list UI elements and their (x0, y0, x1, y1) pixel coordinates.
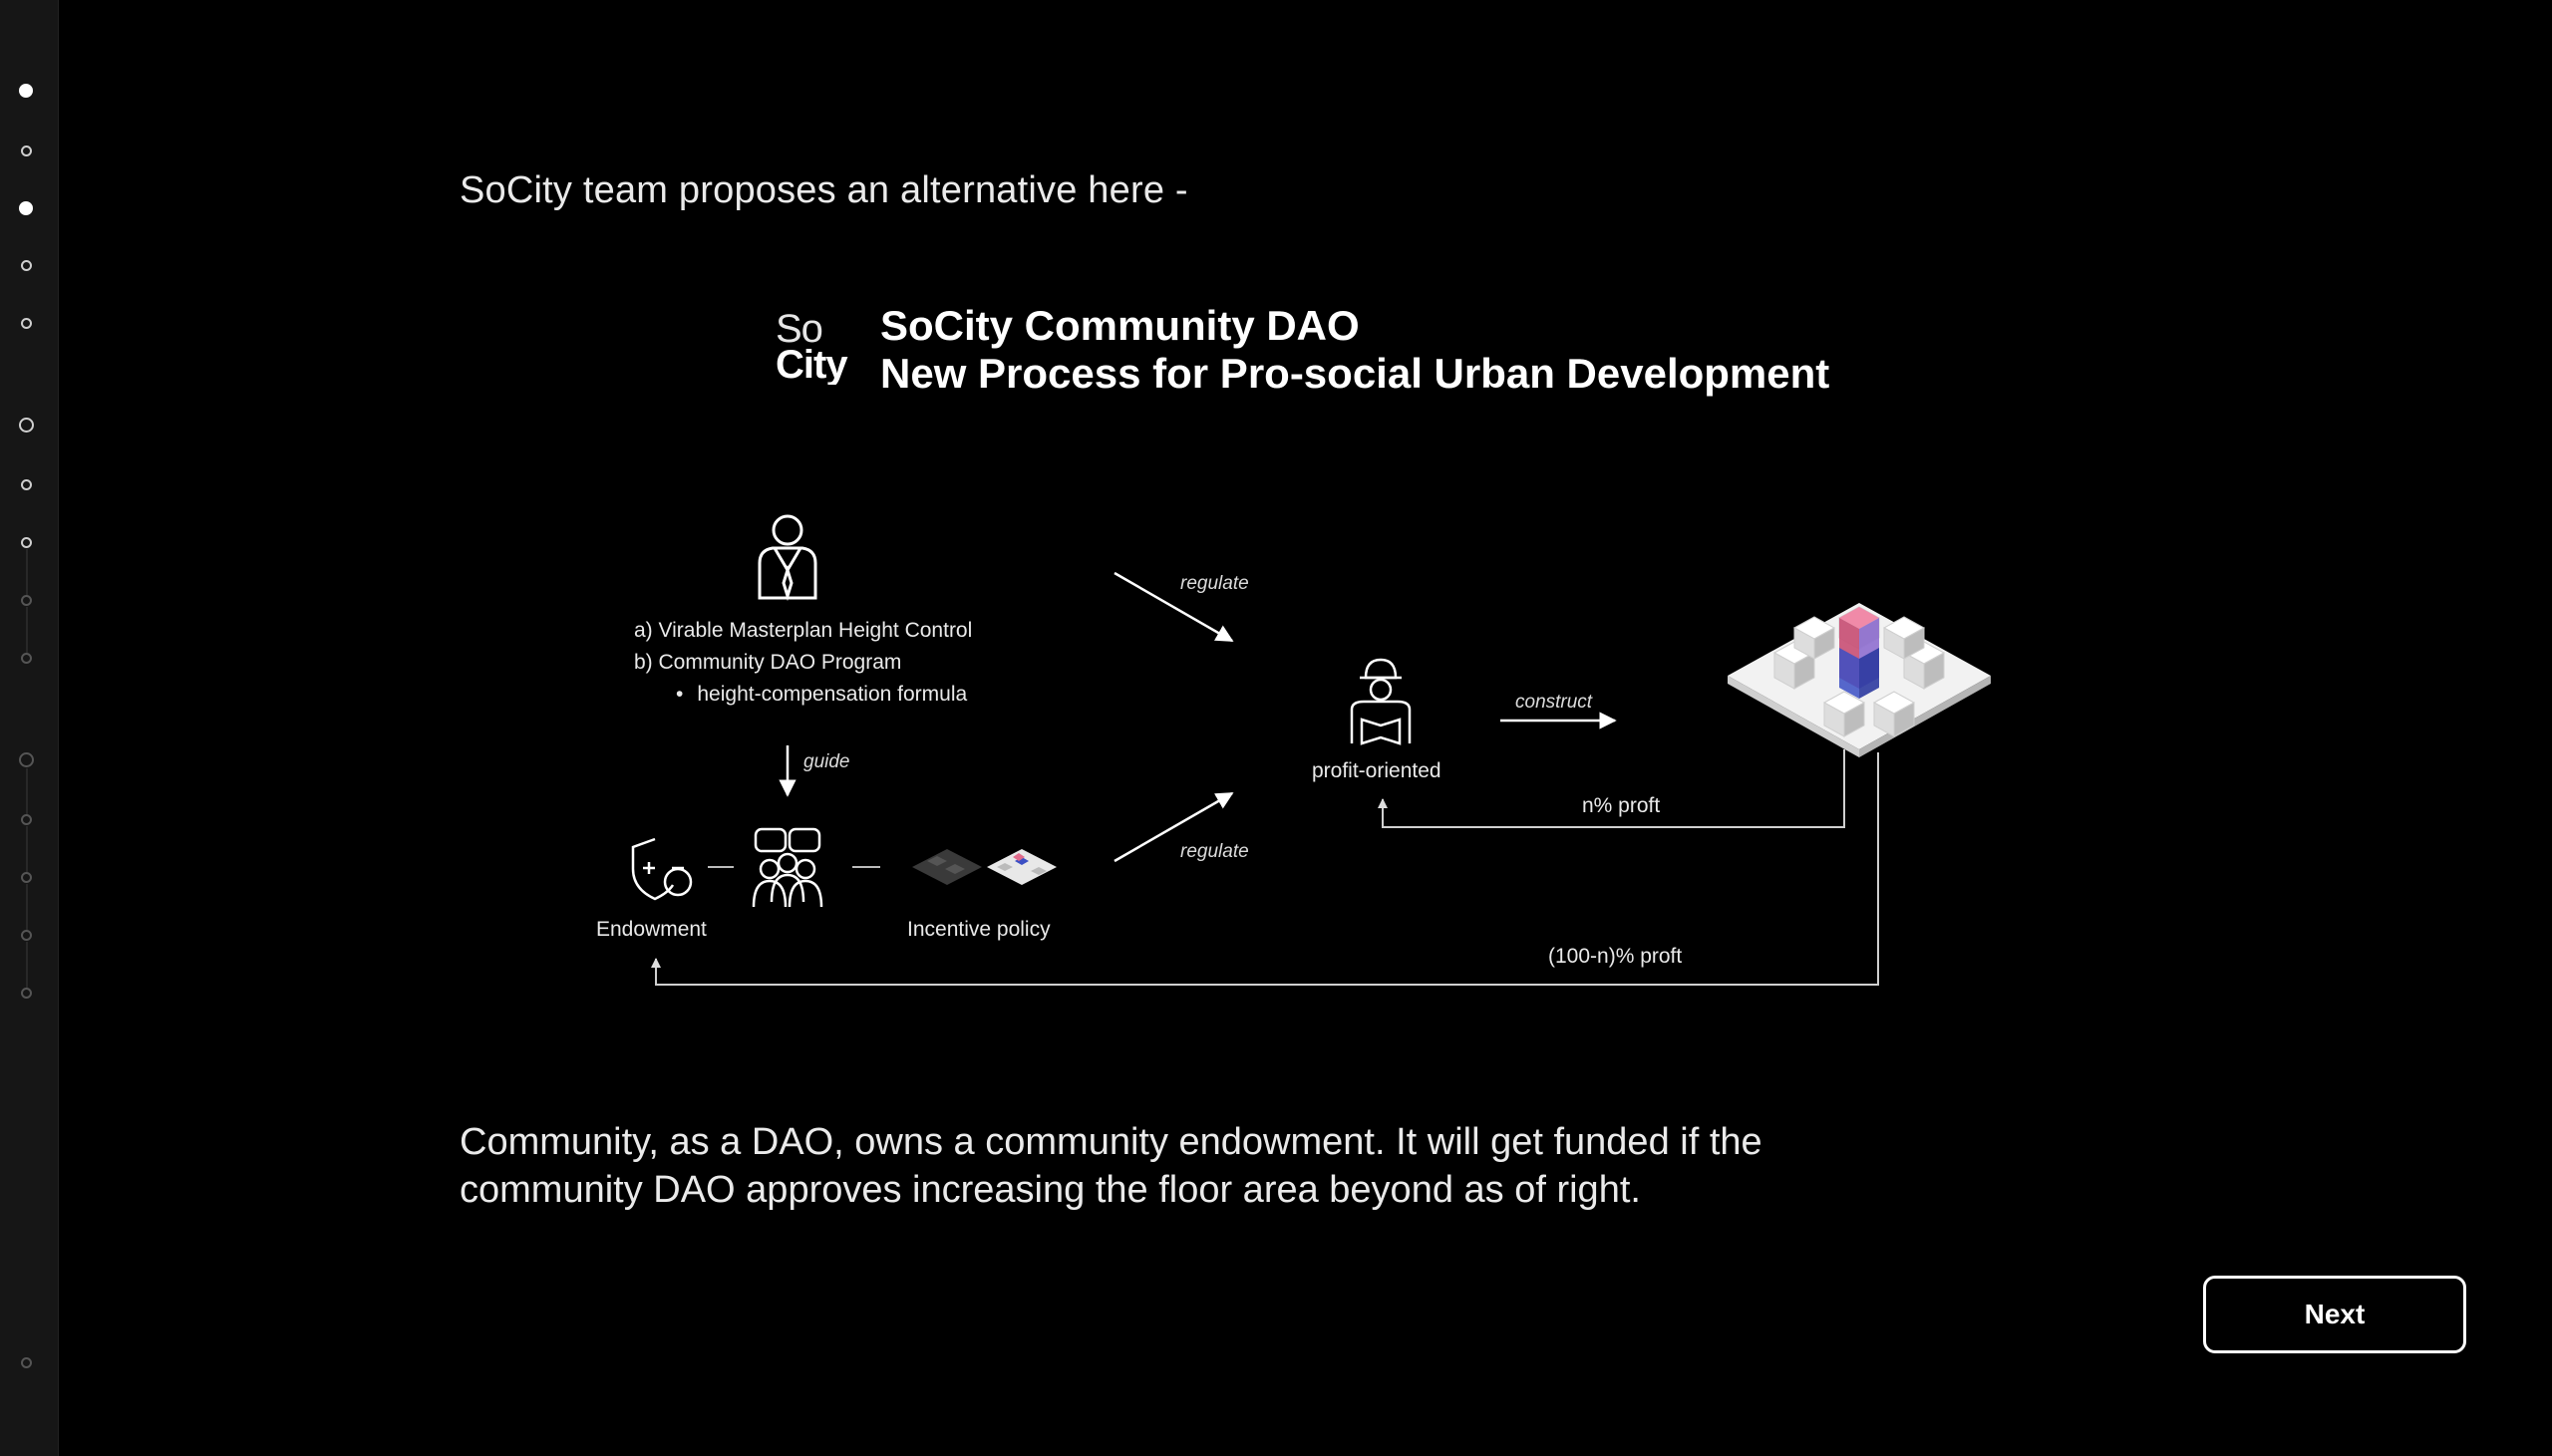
incentive-policy-label: Incentive policy (907, 918, 1051, 941)
endowment-label: Endowment (596, 918, 707, 941)
diagram-title-line2: New Process for Pro-social Urban Develop… (880, 350, 1830, 397)
nav-dot-13[interactable] (21, 872, 32, 883)
nav-dot-3[interactable] (19, 201, 33, 215)
logo-text-bottom: City (776, 343, 848, 385)
nav-dot-11[interactable] (19, 752, 34, 767)
nav-dot-8[interactable] (21, 537, 32, 548)
incentive-policy-icon (912, 849, 1057, 885)
intro-text: SoCity team proposes an alternative here… (460, 169, 1188, 211)
nav-dot-6[interactable] (19, 418, 34, 433)
nav-dot-14[interactable] (21, 930, 32, 941)
section-nav-sidebar (0, 0, 59, 1456)
city-blocks-illustration (1728, 603, 1991, 757)
construct-label: construct (1515, 692, 1593, 713)
nav-dot-2[interactable] (21, 146, 32, 156)
rest-profit-label: (100-n)% proft (1548, 945, 1683, 968)
logo-text-top: So (776, 309, 823, 351)
nav-dot-7[interactable] (21, 479, 32, 490)
nav-dot-1[interactable] (19, 84, 33, 98)
rest-profit-flow-line (651, 752, 1879, 986)
nav-dot-9[interactable] (21, 595, 32, 606)
gov-item-a: a) Virable Masterplan Height Control (634, 619, 973, 642)
guide-label: guide (803, 751, 850, 772)
nav-dot-12[interactable] (21, 814, 32, 825)
government-official-icon (758, 514, 817, 602)
next-button[interactable]: Next (2203, 1276, 2466, 1353)
diagram-title: SoCity Community DAO New Process for Pro… (880, 302, 1829, 398)
developer-label: profit-oriented (1312, 759, 1441, 782)
n-profit-flow-line (1378, 749, 1845, 828)
nav-dot-16[interactable] (21, 1357, 32, 1368)
gov-item-bullet: height-compensation formula (676, 683, 967, 707)
community-group-icon (752, 827, 823, 908)
developer-worker-icon (1350, 658, 1412, 745)
endowment-shield-icon (631, 837, 693, 901)
caption-text: Community, as a DAO, owns a community en… (460, 1121, 1762, 1211)
nav-dot-4[interactable] (21, 260, 32, 271)
socity-logo: So City (776, 309, 861, 385)
regulate-arrow-top (1114, 571, 1234, 643)
n-profit-label: n% proft (1582, 794, 1661, 817)
regulate-arrow-bottom (1114, 791, 1234, 863)
nav-dot-10[interactable] (21, 653, 32, 664)
regulate-label-top: regulate (1180, 573, 1249, 594)
diagram-title-line1: SoCity Community DAO (880, 302, 1360, 349)
nav-dot-15[interactable] (21, 988, 32, 999)
gov-item-b: b) Community DAO Program (634, 651, 902, 674)
nav-dot-5[interactable] (21, 318, 32, 329)
regulate-label-bottom: regulate (1180, 841, 1249, 862)
